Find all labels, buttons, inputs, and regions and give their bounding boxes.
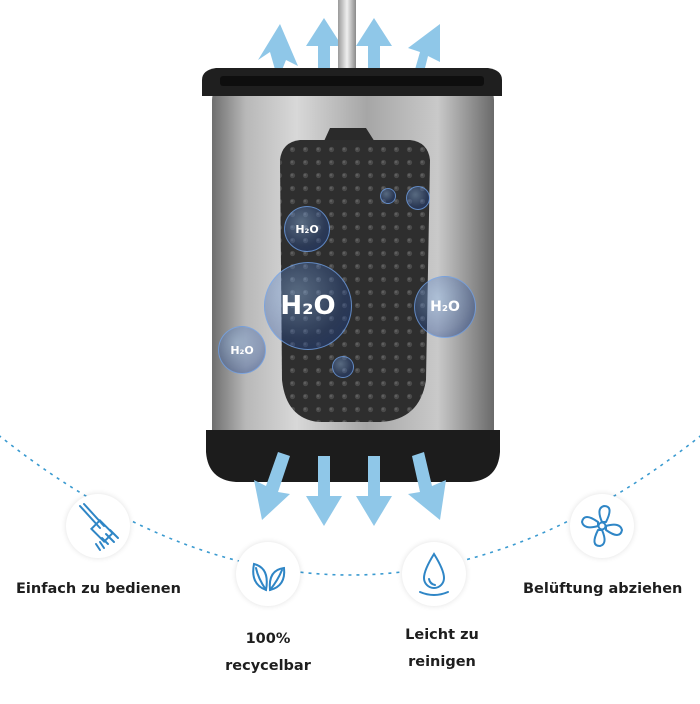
holder-base: [206, 430, 500, 482]
h2o-bubble-main: H₂O: [264, 262, 352, 350]
feature-label: Einfach zu bedienen: [16, 581, 181, 597]
feature-icon-circle: [66, 494, 130, 558]
airflow-up-arrows: [258, 18, 440, 80]
fan-icon: [581, 505, 623, 547]
feature-label-line2: recycelbar: [225, 658, 311, 674]
h2o-bubble-top-left: H₂O: [284, 206, 330, 252]
feature-icon-circle: [236, 542, 300, 606]
water-drop-icon: [419, 552, 449, 596]
h2o-bubble-left-small: H₂O: [218, 326, 266, 374]
dashed-arc: [0, 435, 700, 576]
airflow-down-arrows: [254, 452, 446, 526]
feature-label: Belüftung abziehen: [523, 581, 683, 597]
feature-icon-circle: [402, 542, 466, 606]
h2o-bubble-right: H₂O: [414, 276, 476, 338]
feature-label-line1: Leicht zu: [405, 627, 479, 643]
water-bubble: [332, 356, 354, 378]
feature-label-line2: reinigen: [408, 654, 476, 670]
toilet-brush-icon: [79, 503, 119, 551]
water-bubble: [406, 186, 430, 210]
leaves-icon: [252, 562, 286, 592]
water-bubble: [380, 188, 396, 204]
feature-icon-circle: [570, 494, 634, 558]
feature-label-line1: 100%: [245, 631, 291, 647]
